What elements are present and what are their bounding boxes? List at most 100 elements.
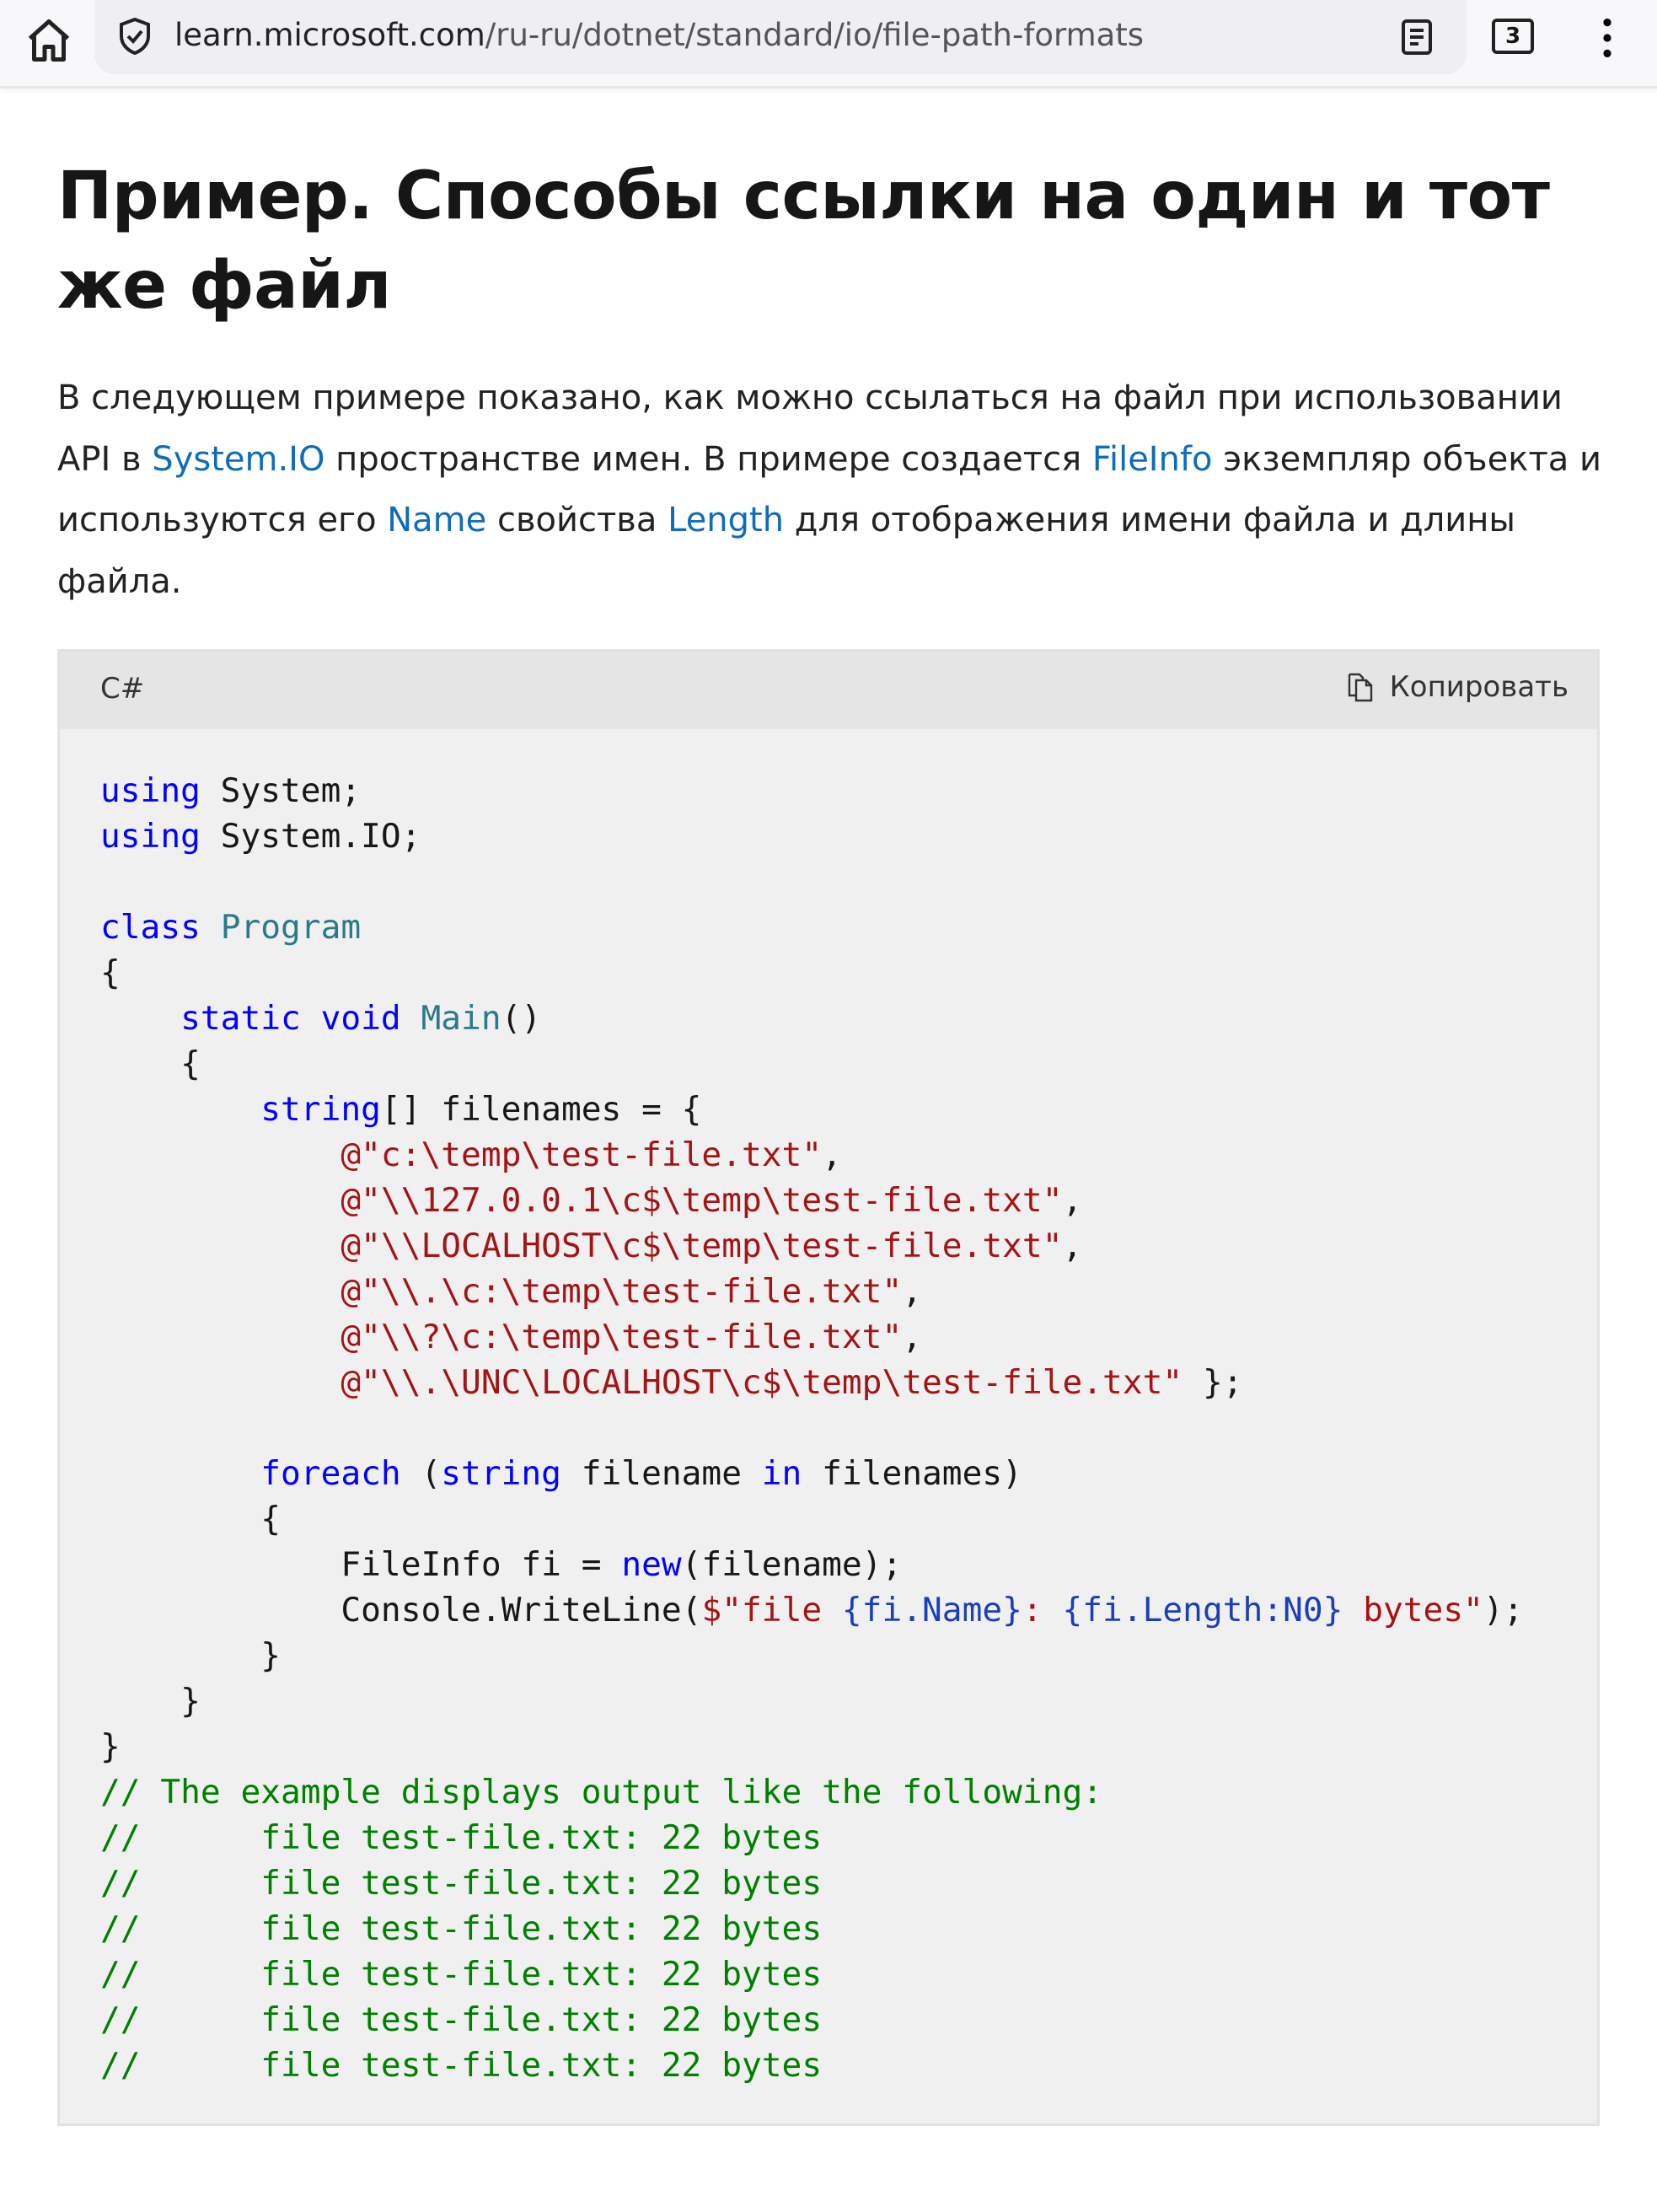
code-line: @"\\.\UNC\LOCALHOST\c$\temp\test-file.tx… [100,1363,1243,1402]
code-text: () [501,999,542,1038]
page-title: Пример. Способы ссылки на один и тот же … [57,158,1550,324]
code-interpolation: {fi.Name} [841,1591,1022,1629]
code-content: using System; using System.IO; class Pro… [100,768,1523,2088]
code-text: } [100,1636,282,1675]
code-keyword: string [260,1090,381,1129]
code-keyword: string [441,1454,561,1493]
code-line: static void Main() [100,999,541,1038]
code-comment: // file test-file.txt: 22 bytes [100,2000,823,2039]
code-text [100,999,180,1038]
code-text: } [100,1727,121,1766]
copy-label: Копировать [1389,670,1569,704]
paragraph-text: свойства [486,501,668,540]
code-line: // file test-file.txt: 22 bytes [100,2046,822,2085]
code-text: , [902,1272,923,1311]
code-keyword: static [180,999,301,1038]
code-type: Main [421,999,501,1038]
api-link[interactable]: System.IO [152,439,325,479]
code-line: // The example displays output like the … [100,1773,1102,1812]
paragraph-text: пространстве имен. В примере создается [324,439,1092,479]
code-text: filename [560,1454,762,1493]
paragraph-text: для отображения имени файла и длины файл… [57,501,1515,601]
code-text: FileInfo fi = [100,1545,622,1584]
more-menu-icon[interactable] [1603,19,1611,57]
tab-count-button[interactable]: 3 [1492,19,1534,54]
code-string: @"\\.\UNC\LOCALHOST\c$\temp\test-file.tx… [341,1363,1183,1402]
code-text: System.IO; [200,817,421,856]
code-keyword: using [100,817,201,856]
home-icon[interactable] [24,15,74,66]
code-string: bytes" [1343,1591,1483,1629]
code-line: { [100,1044,201,1083]
code-comment: // file test-file.txt: 22 bytes [100,1955,823,1994]
code-keyword: void [320,999,401,1038]
code-string: : [1022,1591,1063,1629]
code-line: // file test-file.txt: 22 bytes [100,1955,822,1994]
code-comment: // file test-file.txt: 22 bytes [100,2046,823,2085]
code-text: [] filenames = { [380,1090,702,1129]
code-line: } [100,1682,201,1721]
code-text [401,999,421,1038]
code-line: @"c:\temp\test-file.txt", [100,1136,842,1174]
code-text: { [100,1500,282,1538]
code-text [301,999,321,1038]
code-line: } [100,1636,281,1675]
code-text [100,1363,341,1402]
code-keyword: class [100,908,201,947]
code-string: @"\\LOCALHOST\c$\temp\test-file.txt" [341,1227,1063,1265]
code-text: (filename); [681,1545,903,1584]
url-text[interactable]: learn.microsoft.com/ru-ru/dotnet/standar… [174,17,1144,53]
code-text: { [100,1044,201,1083]
code-line: using System; [100,771,361,810]
code-line: // file test-file.txt: 22 bytes [100,2000,822,2039]
code-text: System; [200,771,362,810]
reader-mode-icon[interactable] [1399,19,1434,56]
copy-button[interactable]: Копировать [1346,670,1569,704]
code-line: class Program [100,908,361,947]
code-text [100,1136,341,1174]
api-link[interactable]: Length [668,501,785,540]
code-line: // file test-file.txt: 22 bytes [100,1864,822,1903]
code-line: Console.WriteLine($"file {fi.Name}: {fi.… [100,1591,1523,1629]
code-text: ( [400,1454,442,1493]
code-text: , [1062,1181,1083,1220]
copy-icon [1348,673,1372,702]
url-path: /ru-ru/dotnet/standard/io/file-path-form… [485,17,1145,53]
code-keyword: new [621,1545,682,1584]
code-comment: // file test-file.txt: 22 bytes [100,1818,823,1857]
code-string: @"c:\temp\test-file.txt" [341,1136,823,1174]
code-comment: // The example displays output like the … [100,1773,1103,1812]
code-line: { [100,1500,281,1538]
paragraph-text: экземпляр объекта и используются его [57,439,1601,540]
code-string: $"file [701,1591,842,1629]
code-text: ); [1483,1591,1524,1629]
code-line: string[] filenames = { [100,1090,701,1129]
code-line: using System.IO; [100,817,421,856]
api-link[interactable]: Name [387,501,487,540]
code-type: Program [220,908,362,947]
code-text [100,1181,341,1220]
code-text [100,1227,341,1265]
code-comment: // file test-file.txt: 22 bytes [100,1864,823,1903]
code-line: FileInfo fi = new(filename); [100,1545,902,1584]
code-header: C# Копировать [60,652,1597,729]
code-keyword: using [100,771,201,810]
code-keyword: foreach [260,1454,401,1493]
api-link[interactable]: FileInfo [1091,439,1213,479]
code-interpolation: {fi.Length:N0} [1062,1591,1343,1629]
code-language: C# [100,672,145,706]
code-text [100,1272,341,1311]
code-text: , [902,1318,923,1356]
code-line: // file test-file.txt: 22 bytes [100,1818,822,1857]
code-line: // file test-file.txt: 22 bytes [100,1909,822,1948]
code-string: @"\\127.0.0.1\c$\temp\test-file.txt" [341,1181,1063,1220]
code-text [201,908,221,947]
code-line: } [100,1727,121,1766]
paragraph-text: В следующем примере показано, как можно … [57,379,1563,479]
code-line: { [100,953,121,992]
address-bar[interactable]: learn.microsoft.com/ru-ru/dotnet/standar… [94,0,1467,74]
shield-icon[interactable] [118,15,152,57]
code-comment: // file test-file.txt: 22 bytes [100,1909,823,1948]
code-text: }; [1182,1363,1243,1402]
code-text: } [100,1682,201,1721]
